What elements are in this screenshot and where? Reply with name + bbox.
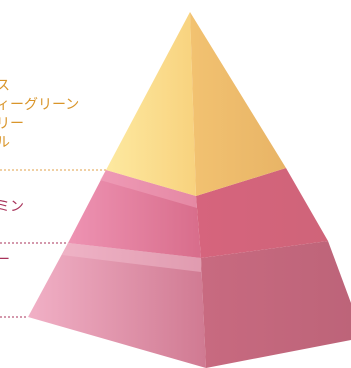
tier-label-line: ス	[0, 78, 10, 94]
pyramid-tier-bottom-left-face	[28, 243, 206, 368]
tier-label-middle: ミン	[0, 199, 24, 215]
pyramid-tier-middle-right-face	[196, 168, 328, 258]
tier-label-line: リー	[0, 116, 24, 132]
tier-label-line: ー	[0, 252, 10, 268]
pyramid-tier-bottom-right-face	[201, 241, 351, 368]
tier-label-line: ィーグリーン	[0, 97, 79, 113]
pyramid-tier-bottom-highlight	[62, 243, 201, 272]
pyramid-tier-top-right-face	[190, 12, 286, 196]
tier-label-bottom: ー	[0, 252, 10, 268]
pyramid-tier-middle-highlight	[100, 170, 197, 208]
pyramid-tier-top-left-face	[106, 12, 196, 196]
pyramid-tier-middle-left-face	[68, 170, 201, 258]
tier-label-line: ミン	[0, 199, 24, 215]
tier-label-line: ル	[0, 135, 10, 151]
